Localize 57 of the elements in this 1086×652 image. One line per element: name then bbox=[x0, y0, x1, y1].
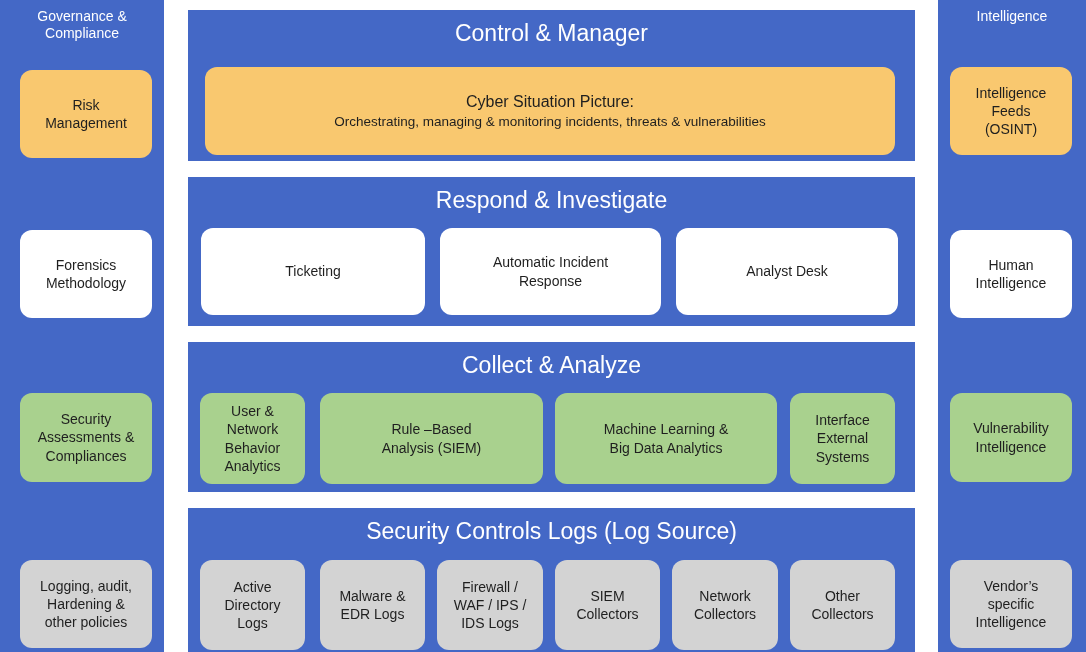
box-text: Logging, audit, Hardening & other policies bbox=[39, 576, 133, 632]
layer-heading: Collect & Analyze bbox=[461, 352, 642, 380]
box-text: Rule –Based Analysis (SIEM) bbox=[380, 420, 483, 457]
function-box bbox=[201, 228, 425, 315]
function-box bbox=[555, 560, 660, 650]
layer-panel bbox=[188, 177, 915, 326]
box-text: User & Network Behavior Analytics bbox=[223, 402, 282, 475]
box-text: Ticketing bbox=[285, 262, 341, 281]
layer-panel bbox=[188, 342, 915, 492]
box-text: Automatic Incident Response bbox=[491, 253, 610, 290]
function-box bbox=[440, 228, 661, 315]
box-text: Risk Management bbox=[44, 95, 128, 133]
box-text: Security Assessments & Compliances bbox=[36, 410, 136, 465]
function-box bbox=[950, 393, 1072, 482]
box-text: Vulnerability Intelligence bbox=[972, 419, 1050, 456]
box-text: SIEM Collectors bbox=[575, 586, 640, 624]
function-box bbox=[320, 393, 543, 484]
box-text: Forensics Methodology bbox=[44, 255, 128, 293]
box-text: Analyst Desk bbox=[746, 262, 828, 281]
box-heading: Cyber Situation Picture: bbox=[465, 91, 635, 112]
column-band bbox=[0, 0, 164, 652]
function-box bbox=[320, 560, 425, 650]
box-text: Malware & EDR Logs bbox=[338, 586, 407, 624]
function-box bbox=[950, 67, 1072, 155]
function-box bbox=[20, 70, 152, 158]
box-text: Intelligence Feeds (OSINT) bbox=[974, 83, 1048, 139]
box-text: Orchestrating, managing & monitoring incidents, threats & vulnerabilities bbox=[334, 112, 766, 131]
box-text: Network Collectors bbox=[692, 586, 758, 624]
column-band bbox=[938, 0, 1086, 652]
box-text: Active Directory Logs bbox=[223, 577, 282, 633]
function-box bbox=[200, 560, 305, 650]
box-text: Human Intelligence bbox=[974, 255, 1048, 293]
box-text: Machine Learning & Big Data Analytics bbox=[602, 420, 730, 457]
column-heading: Intelligence bbox=[975, 8, 1049, 25]
box-text: Vendor’s specific Intelligence bbox=[974, 576, 1048, 632]
function-box bbox=[20, 393, 152, 482]
box-text: Firewall / WAF / IPS / IDS Logs bbox=[452, 577, 528, 633]
function-box bbox=[790, 393, 895, 484]
layer-heading: Respond & Investigate bbox=[434, 187, 669, 215]
layer-panel bbox=[188, 508, 915, 652]
function-box bbox=[555, 393, 777, 484]
function-box bbox=[20, 230, 152, 318]
function-box bbox=[672, 560, 778, 650]
function-box bbox=[790, 560, 895, 650]
box-text: Other Collectors bbox=[810, 586, 875, 624]
layer-panel bbox=[188, 10, 915, 161]
column-heading: Governance & Compliance bbox=[36, 8, 128, 42]
function-box bbox=[676, 228, 898, 315]
function-box bbox=[437, 560, 543, 650]
function-box bbox=[950, 230, 1072, 318]
layer-heading: Control & Manager bbox=[453, 20, 649, 48]
box-text: Interface External Systems bbox=[814, 411, 871, 466]
function-box bbox=[200, 393, 305, 484]
function-box bbox=[205, 67, 895, 155]
layer-heading: Security Controls Logs (Log Source) bbox=[365, 518, 738, 546]
function-box bbox=[20, 560, 152, 648]
function-box bbox=[950, 560, 1072, 648]
